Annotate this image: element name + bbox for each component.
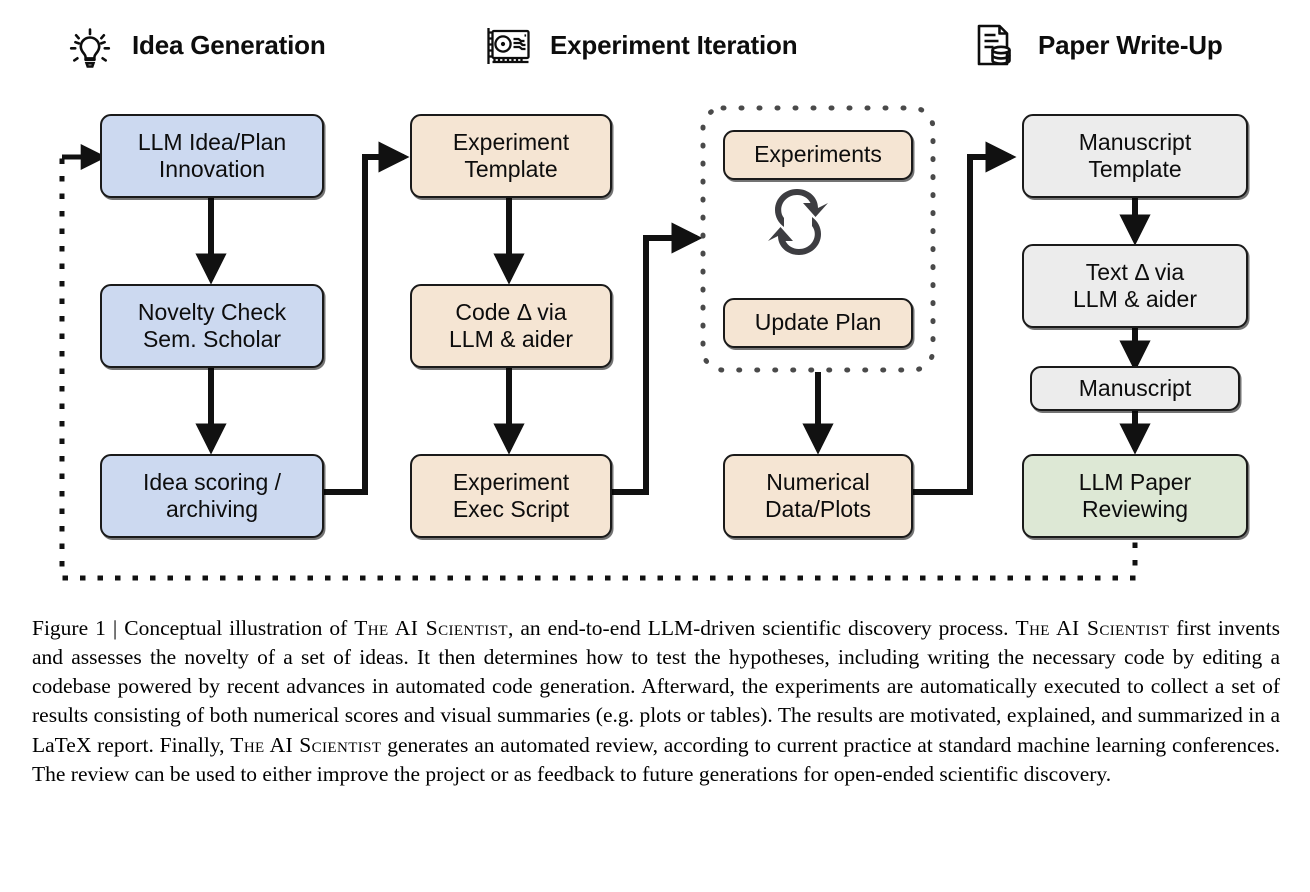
- node-update-plan[interactable]: Update Plan: [723, 298, 913, 348]
- column-header-paper-write-up: Paper Write-Up: [968, 12, 1223, 78]
- document-database-icon: [968, 17, 1024, 73]
- node-line-1: Code Δ via: [455, 298, 567, 325]
- column-header-label: Paper Write-Up: [1038, 29, 1223, 60]
- node-line-2: LLM & aider: [448, 326, 573, 352]
- connector-scoring-to-experiment-template: [324, 141, 410, 495]
- node-line-2: archiving: [165, 496, 259, 522]
- node-line-1: LLM Paper: [1078, 468, 1192, 495]
- node-line-1: Experiment: [452, 468, 570, 495]
- node-line-1: Experiment: [452, 128, 570, 155]
- node-line-1: Idea scoring /: [142, 468, 282, 495]
- node-novelty-check[interactable]: Novelty Check Sem. Scholar: [100, 284, 324, 368]
- node-line-2: Reviewing: [1081, 496, 1189, 522]
- caption-separator: |: [112, 616, 118, 640]
- node-llm-paper-reviewing[interactable]: LLM Paper Reviewing: [1022, 454, 1248, 538]
- column-header-label: Experiment Iteration: [550, 29, 798, 60]
- gpu-card-icon: [480, 17, 536, 73]
- node-line-2: Innovation: [158, 156, 266, 182]
- node-experiments[interactable]: Experiments: [723, 130, 913, 180]
- caption-system-name: The AI Scientist: [354, 616, 508, 640]
- node-manuscript-template[interactable]: Manuscript Template: [1022, 114, 1248, 198]
- node-line-1: LLM Idea/Plan: [137, 128, 287, 155]
- node-line-2: Template: [1088, 156, 1182, 182]
- feedback-loop-dotted-path: [59, 154, 1138, 581]
- caption-text-4: generates an automated review, according…: [32, 732, 1280, 786]
- caption-system-name: The AI Scientist: [230, 732, 382, 757]
- node-line-1: Text Δ via: [1085, 258, 1185, 285]
- node-llm-idea-plan-innovation[interactable]: LLM Idea/Plan Innovation: [100, 114, 324, 198]
- node-line-2: Template: [464, 156, 558, 182]
- cycle-refresh-icon: [768, 189, 828, 255]
- column-header-idea-generation: Idea Generation: [62, 12, 326, 78]
- node-experiment-template[interactable]: Experiment Template: [410, 114, 612, 198]
- node-numerical-data-plots[interactable]: Numerical Data/Plots: [723, 454, 913, 538]
- connector-numerical-to-manuscript-template: [913, 141, 1017, 495]
- lightbulb-icon: [62, 17, 118, 73]
- connector-exec-to-loop: [612, 222, 703, 495]
- figure-caption: Figure 1 | Conceptual illustration of Th…: [32, 614, 1280, 789]
- node-code-delta-via-llm-aider[interactable]: Code Δ via LLM & aider: [410, 284, 612, 368]
- node-line-2: Exec Script: [452, 496, 570, 522]
- column-header-experiment-iteration: Experiment Iteration: [480, 12, 798, 78]
- caption-text-2: , an end-to-end LLM-driven scientific di…: [507, 616, 1016, 640]
- node-line-2: Sem. Scholar: [142, 326, 282, 352]
- node-line-1: Experiments: [754, 141, 882, 168]
- caption-system-name: The AI Scientist: [1015, 616, 1170, 640]
- node-idea-scoring-archiving[interactable]: Idea scoring / archiving: [100, 454, 324, 538]
- node-text-delta-via-llm-aider[interactable]: Text Δ via LLM & aider: [1022, 244, 1248, 328]
- column-header-label: Idea Generation: [132, 29, 326, 60]
- node-line-1: Novelty Check: [137, 298, 287, 325]
- node-line-2: Data/Plots: [764, 496, 872, 522]
- node-manuscript[interactable]: Manuscript: [1030, 366, 1240, 411]
- node-line-2: LLM & aider: [1072, 286, 1197, 312]
- node-experiment-exec-script[interactable]: Experiment Exec Script: [410, 454, 612, 538]
- caption-text-1: Conceptual illustration of: [117, 616, 355, 640]
- node-line-1: Numerical: [766, 468, 870, 495]
- caption-figure-label: Figure 1: [32, 616, 106, 640]
- caption-text-3: first invents and assesses the novelty o…: [32, 616, 1280, 757]
- node-line-1: Update Plan: [754, 309, 882, 336]
- node-line-1: Manuscript: [1078, 128, 1192, 155]
- flow-diagram: [59, 105, 1151, 581]
- node-line-1: Manuscript: [1078, 374, 1192, 401]
